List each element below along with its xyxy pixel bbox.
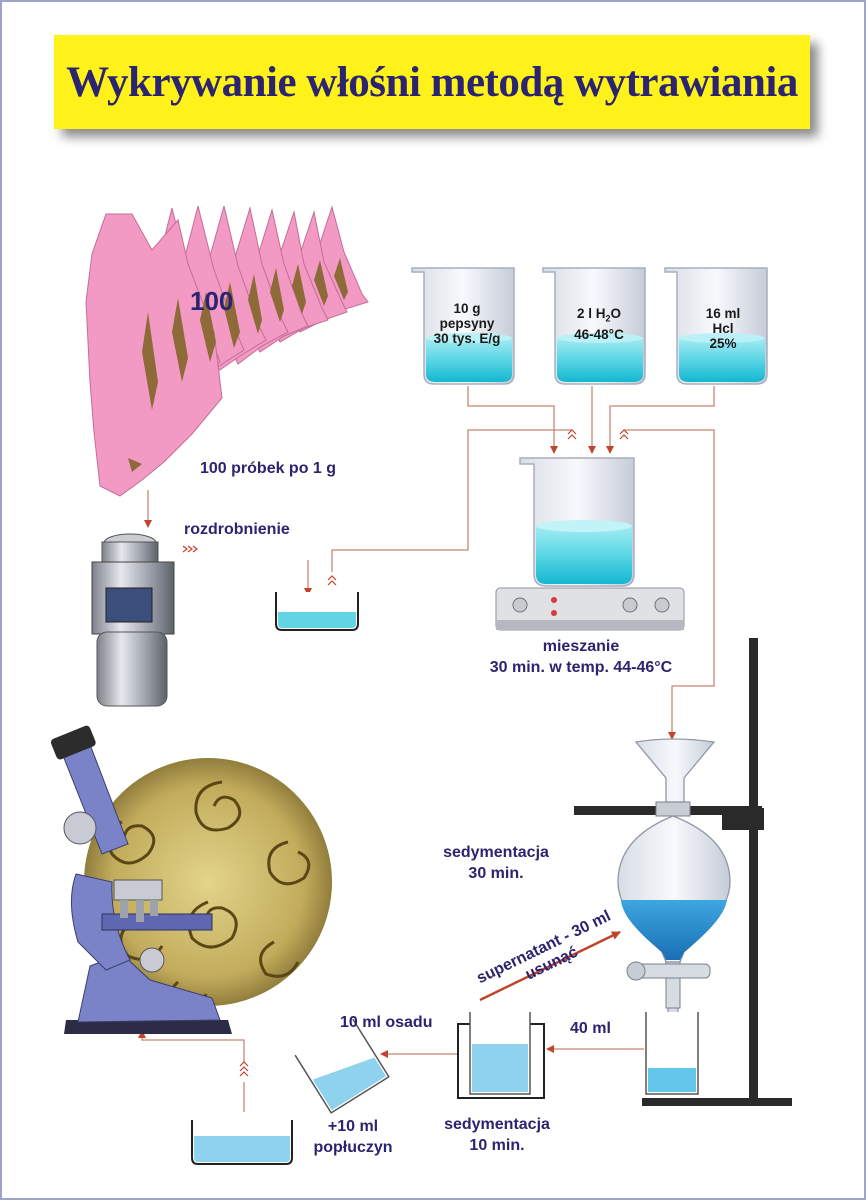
carcass-stripe	[142, 312, 158, 410]
dish-minced	[275, 592, 359, 631]
supernatant-arrow	[479, 930, 621, 1002]
rinse-line2: popłuczyn	[313, 1139, 393, 1156]
microscope	[50, 725, 232, 1034]
separatory-funnel	[617, 738, 731, 1023]
volume-40-label: 40 ml	[570, 1020, 611, 1037]
carcass-stripe	[314, 260, 328, 306]
mixing-label: mieszanie 30 min. w temp. 44-46°C	[466, 636, 696, 678]
carcass-stripe	[224, 282, 240, 348]
sedimentation-30-line1: sedymentacja	[443, 844, 549, 861]
beaker-water-label: 2 l H2O 46-48°C	[551, 306, 647, 342]
chevron-marks	[182, 429, 629, 1077]
beaker-hcl-line3: 25%	[709, 336, 737, 351]
beaker-pepsin-line1: 10 g	[453, 301, 481, 316]
carcass-stripe	[334, 258, 348, 300]
beaker-hcl	[664, 267, 768, 385]
beaker-pepsin-label: 10 g pepsyny 30 tys. E/g	[421, 301, 513, 346]
dish-rinse	[191, 1120, 293, 1165]
beaker-pepsin-line3: 30 tys. E/g	[433, 331, 501, 346]
collection-tube	[645, 1012, 699, 1095]
carcass-stripe	[270, 268, 284, 322]
samples-label: 100 próbek po 1 g	[200, 460, 337, 477]
sediment-10ml-label: 10 ml osadu	[340, 1014, 433, 1031]
sedimentation-10-line1: sedymentacja	[444, 1116, 550, 1133]
mincing-label: rozdrobnienie	[184, 521, 290, 538]
carcass-stripe	[248, 274, 262, 334]
carcass-count: 100	[190, 286, 234, 316]
beaker-pepsin	[411, 267, 515, 385]
sedimentation-30-line2: 30 min.	[468, 865, 524, 882]
rinse-label: +10 ml popłuczyn	[298, 1116, 408, 1158]
beaker-pepsin-line2: pepsyny	[439, 316, 495, 331]
sedimentation-30-label: sedymentacja 30 min.	[426, 842, 566, 884]
beaker-water-line1: 2 l H2O	[576, 306, 622, 324]
beaker-water	[542, 267, 646, 385]
carcass-stripe	[128, 458, 142, 472]
beaker-water-line2: 46-48°C	[574, 326, 624, 342]
mixing-beaker	[519, 457, 635, 587]
beaker-hcl-label: 16 ml Hcl 25%	[678, 306, 768, 351]
mixing-line1: mieszanie	[542, 638, 620, 655]
page-title: Wykrywanie włośni metodą wytrawiania	[66, 58, 798, 106]
sedimentation-10-line2: 10 min.	[469, 1137, 525, 1154]
tilted-beaker	[294, 1018, 390, 1114]
mixing-line2: 30 min. w temp. 44-46°C	[489, 659, 673, 676]
rinse-line1: +10 ml	[327, 1118, 379, 1135]
beaker-hcl-line2: Hcl	[712, 321, 734, 336]
carcass-stripe	[292, 264, 306, 314]
grinder-machine	[91, 533, 175, 707]
sediment-container	[457, 1012, 545, 1099]
title-banner: Wykrywanie włośni metodą wytrawiania	[54, 35, 810, 129]
pig-carcasses	[85, 205, 369, 497]
carcass-stripe	[172, 298, 188, 382]
flow-lines	[141, 386, 715, 1112]
beaker-hcl-line1: 16 ml	[705, 306, 741, 321]
sedimentation-10-label: sedymentacja 10 min.	[422, 1114, 572, 1156]
magnetic-stirrer	[495, 587, 685, 631]
carcass-stripe	[200, 292, 216, 362]
